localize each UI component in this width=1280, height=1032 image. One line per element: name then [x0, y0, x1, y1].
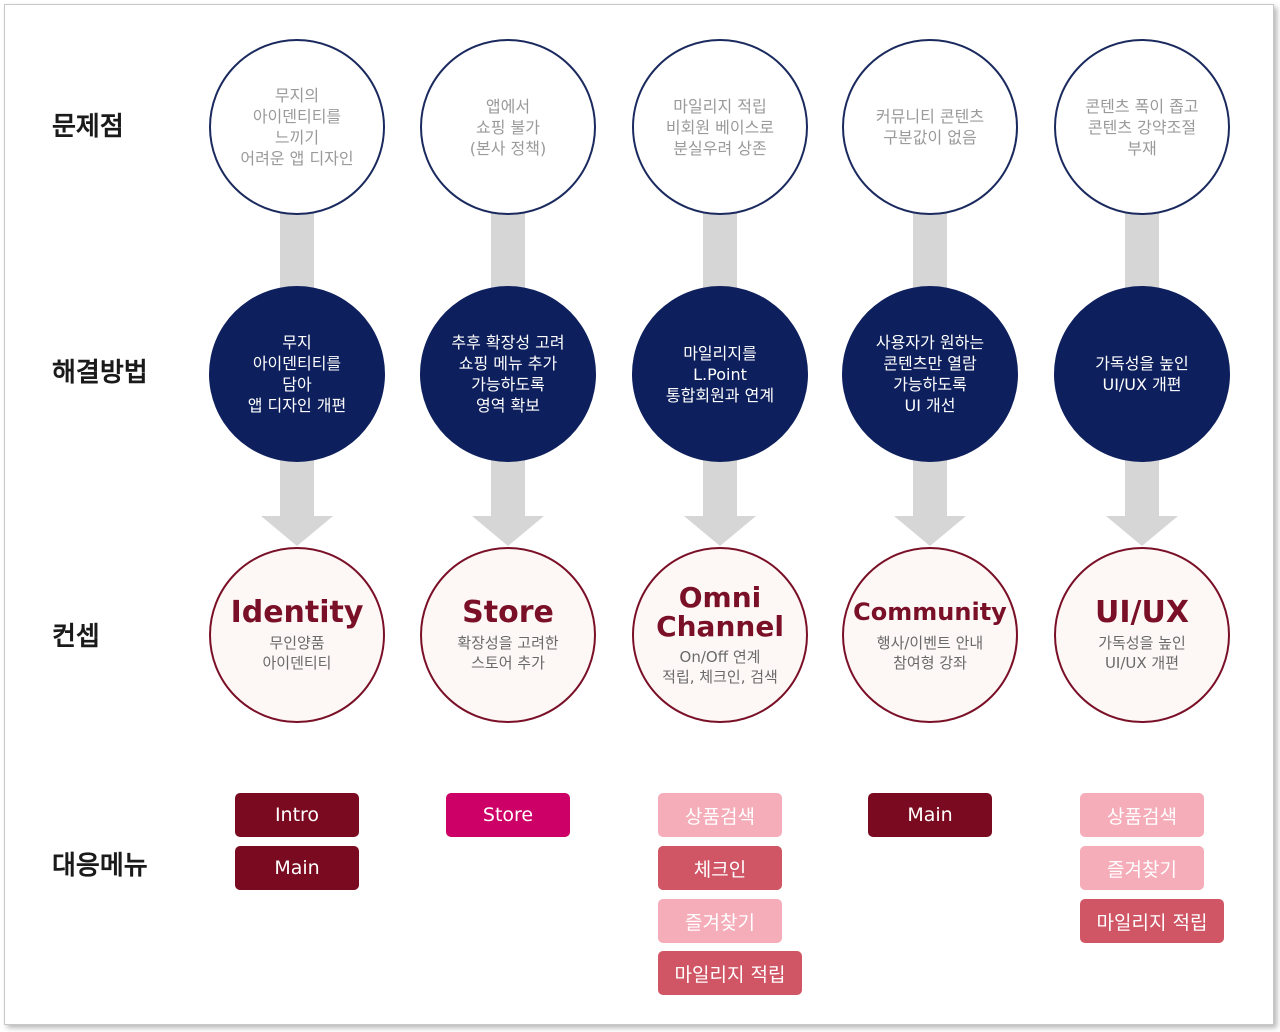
row-label-concept: 컨셉 [52, 622, 100, 652]
solution-circle: 마일리지를 L.Point 통합회원과 연계 [632, 286, 808, 462]
row-label-solution: 해결방법 [52, 358, 148, 388]
row-label-problem: 문제점 [52, 112, 124, 142]
problem-circle: 마일리지 적립 비회원 베이스로 분실우려 상존 [632, 39, 808, 215]
menu-tag[interactable]: 즐겨찾기 [658, 899, 782, 943]
connector-arrow-shaft [1125, 200, 1159, 300]
problem-circle: 콘텐츠 폭이 좁고 콘텐츠 강약조절 부재 [1054, 39, 1230, 215]
menu-tag[interactable]: Main [868, 793, 992, 837]
solution-circle: 사용자가 원하는 콘텐츠만 열람 가능하도록 UI 개선 [842, 286, 1018, 462]
diagram-frame [4, 4, 1274, 1025]
problem-text: 콘텐츠 폭이 좁고 콘텐츠 강약조절 부재 [1085, 96, 1199, 158]
menu-tag[interactable]: 상품검색 [658, 793, 782, 837]
menu-tag[interactable]: Main [235, 846, 359, 890]
concept-subtitle: 무인양품 아이덴티티 [262, 633, 332, 672]
solution-text: 마일리지를 L.Point 통합회원과 연계 [665, 343, 775, 405]
problem-text: 무지의 아이덴티티를 느끼기 어려운 앱 디자인 [240, 86, 354, 168]
solution-text: 가독성을 높인 UI/UX 개편 [1095, 354, 1189, 394]
concept-subtitle: On/Off 연계 적립, 체크인, 검색 [662, 648, 778, 686]
row-label-menu: 대응메뉴 [52, 851, 148, 881]
problem-text: 마일리지 적립 비회원 베이스로 분실우려 상존 [665, 96, 775, 158]
menu-tag[interactable]: 체크인 [658, 846, 782, 890]
solution-text: 무지 아이덴티티를 담아 앱 디자인 개편 [247, 333, 347, 415]
problem-text: 앱에서 쇼핑 불가 (본사 정책) [469, 96, 547, 158]
down-arrow-icon [684, 516, 756, 546]
menu-tag[interactable]: 즐겨찾기 [1080, 846, 1204, 890]
menu-tag[interactable]: Intro [235, 793, 359, 837]
solution-circle: 무지 아이덴티티를 담아 앱 디자인 개편 [209, 286, 385, 462]
concept-title: Identity [230, 594, 364, 630]
concept-subtitle: 행사/이벤트 안내 참여형 강좌 [876, 633, 984, 672]
concept-title: UI/UX [1095, 594, 1189, 630]
concept-subtitle: 확장성을 고려한 스토어 추가 [457, 633, 559, 672]
concept-title: Omni Channel [656, 581, 784, 643]
column-2: 앱에서 쇼핑 불가 (본사 정책) 추후 확장성 고려 쇼핑 메뉴 추가 가능하도… [0, 0, 596, 837]
concept-circle: Community 행사/이벤트 안내 참여형 강좌 [842, 547, 1018, 723]
problem-circle: 무지의 아이덴티티를 느끼기 어려운 앱 디자인 [209, 39, 385, 215]
menu-tag[interactable]: 상품검색 [1080, 793, 1204, 837]
solution-circle: 가독성을 높인 UI/UX 개편 [1054, 286, 1230, 462]
connector-arrow-shaft [491, 200, 525, 300]
concept-title: Community [853, 597, 1007, 626]
solution-text: 추후 확장성 고려 쇼핑 메뉴 추가 가능하도록 영역 확보 [451, 333, 565, 415]
down-arrow-icon [894, 516, 966, 546]
down-arrow-icon [472, 516, 544, 546]
down-arrow-icon [1106, 516, 1178, 546]
problem-circle: 커뮤니티 콘텐츠 구분값이 없음 [842, 39, 1018, 215]
connector-arrow-shaft [703, 200, 737, 300]
problem-circle: 앱에서 쇼핑 불가 (본사 정책) [420, 39, 596, 215]
solution-text: 사용자가 원하는 콘텐츠만 열람 가능하도록 UI 개선 [875, 333, 985, 415]
solution-circle: 추후 확장성 고려 쇼핑 메뉴 추가 가능하도록 영역 확보 [420, 286, 596, 462]
concept-subtitle: 가독성을 높인 UI/UX 개편 [1098, 633, 1186, 672]
menu-tag[interactable]: 마일리지 적립 [1080, 899, 1224, 943]
connector-arrow-shaft [280, 200, 314, 300]
menu-tag[interactable]: 마일리지 적립 [658, 951, 802, 995]
down-arrow-icon [261, 516, 333, 546]
menu-tag[interactable]: Store [446, 793, 570, 837]
concept-title: Store [462, 594, 554, 630]
connector-arrow-shaft [913, 200, 947, 300]
problem-text: 커뮤니티 콘텐츠 구분값이 없음 [875, 107, 985, 147]
